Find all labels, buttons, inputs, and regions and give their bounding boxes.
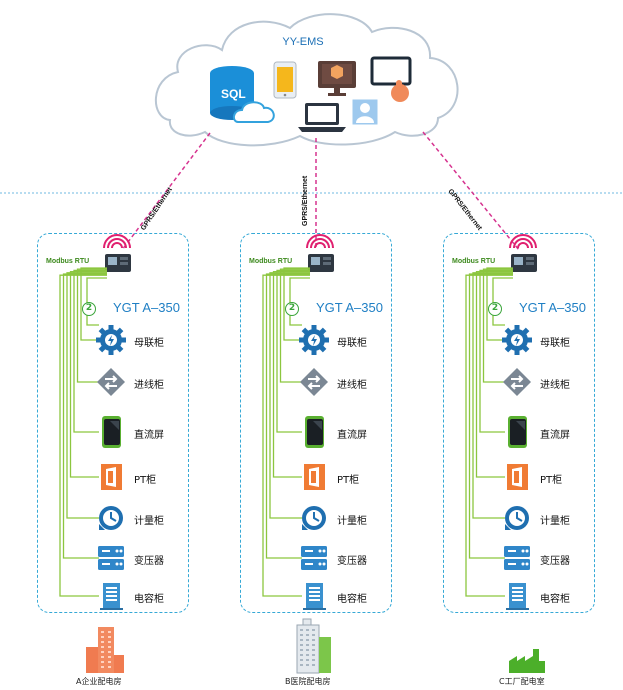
link-a <box>121 132 211 251</box>
device-label: 变压器 <box>337 556 367 567</box>
smartphone-icon <box>273 61 297 99</box>
capacitor-cabinet-icon <box>303 583 326 610</box>
rtu-gateway-icon <box>306 234 334 272</box>
gateway-model-label: YGT A–350 <box>519 300 586 315</box>
site-name-label: B医院配电房 <box>285 677 331 686</box>
gear-bolt-icon <box>299 325 329 355</box>
modbus-bus-lines <box>465 267 513 597</box>
transformer-rack-icon <box>504 546 530 570</box>
laptop-icon <box>298 103 346 132</box>
site-panel-2 <box>262 234 334 674</box>
step-badge: 2 <box>285 302 299 316</box>
device-label: 电容柜 <box>337 594 367 605</box>
modbus-bus-lines <box>262 267 310 597</box>
device-label: 进线柜 <box>134 380 164 391</box>
device-label: 母联柜 <box>134 338 164 349</box>
device-label: 母联柜 <box>337 338 367 349</box>
device-label: 电容柜 <box>134 594 164 605</box>
switch-arrows-icon <box>503 368 531 396</box>
office-panel-icon <box>101 464 122 490</box>
office-building-icon <box>86 627 124 673</box>
capacitor-cabinet-icon <box>100 583 123 610</box>
site-panel-3 <box>465 234 545 673</box>
step-badge: 2 <box>82 302 96 316</box>
site-name-label: A企业配电房 <box>76 677 122 686</box>
device-label: 直流屏 <box>337 430 367 441</box>
gear-bolt-icon <box>96 325 126 355</box>
switch-arrows-icon <box>300 368 328 396</box>
device-label: PT柜 <box>337 475 360 486</box>
network-links <box>121 131 520 251</box>
meter-clock-icon <box>99 506 123 530</box>
cloud-title: YY-EMS <box>282 36 324 48</box>
gateway-model-label: YGT A–350 <box>316 300 383 315</box>
device-label: 进线柜 <box>540 380 570 391</box>
phone-panel-icon <box>305 416 324 448</box>
cloud-icon <box>232 101 275 123</box>
site-name-label: C工厂配电室 <box>499 677 545 686</box>
cloud-shape <box>155 13 459 147</box>
modbus-rtu-label: Modbus RTU <box>249 258 293 265</box>
meter-clock-icon <box>505 506 529 530</box>
device-label: 变压器 <box>540 556 570 567</box>
device-label: 计量柜 <box>540 516 570 527</box>
hospital-building-icon <box>296 618 331 674</box>
link-c <box>422 131 520 251</box>
device-label: PT柜 <box>540 475 563 486</box>
sql-label: SQL <box>221 87 246 101</box>
factory-icon <box>509 649 545 673</box>
device-label: 母联柜 <box>540 338 570 349</box>
site-panel-box <box>443 233 595 613</box>
device-label: 电容柜 <box>540 594 570 605</box>
site-panel-box <box>37 233 189 613</box>
user-profile-icon <box>351 98 379 126</box>
site-panel-1 <box>59 234 131 673</box>
device-label: PT柜 <box>134 475 157 486</box>
database-sql-icon: SQL <box>210 66 254 120</box>
rtu-gateway-icon <box>509 234 537 272</box>
link-label: GPRS/Ethernet <box>302 175 309 226</box>
phone-panel-icon <box>102 416 121 448</box>
device-label: 变压器 <box>134 556 164 567</box>
modbus-bus-lines <box>59 267 107 597</box>
phone-panel-icon <box>508 416 527 448</box>
office-panel-icon <box>507 464 528 490</box>
transformer-rack-icon <box>98 546 124 570</box>
rtu-gateway-icon <box>103 234 131 272</box>
device-label: 计量柜 <box>337 516 367 527</box>
step-badge: 2 <box>488 302 502 316</box>
device-label: 直流屏 <box>134 430 164 441</box>
device-label: 计量柜 <box>134 516 164 527</box>
modbus-rtu-label: Modbus RTU <box>452 258 496 265</box>
meter-clock-icon <box>302 506 326 530</box>
switch-arrows-icon <box>97 368 125 396</box>
device-label: 直流屏 <box>540 430 570 441</box>
office-panel-icon <box>304 464 325 490</box>
modbus-rtu-label: Modbus RTU <box>46 258 90 265</box>
gateway-model-label: YGT A–350 <box>113 300 180 315</box>
transformer-rack-icon <box>301 546 327 570</box>
touchscreen-icon <box>370 56 412 102</box>
capacitor-cabinet-icon <box>506 583 529 610</box>
gear-bolt-icon <box>502 325 532 355</box>
device-label: 进线柜 <box>337 380 367 391</box>
monitor-icon <box>318 61 356 96</box>
site-panel-box <box>240 233 392 613</box>
